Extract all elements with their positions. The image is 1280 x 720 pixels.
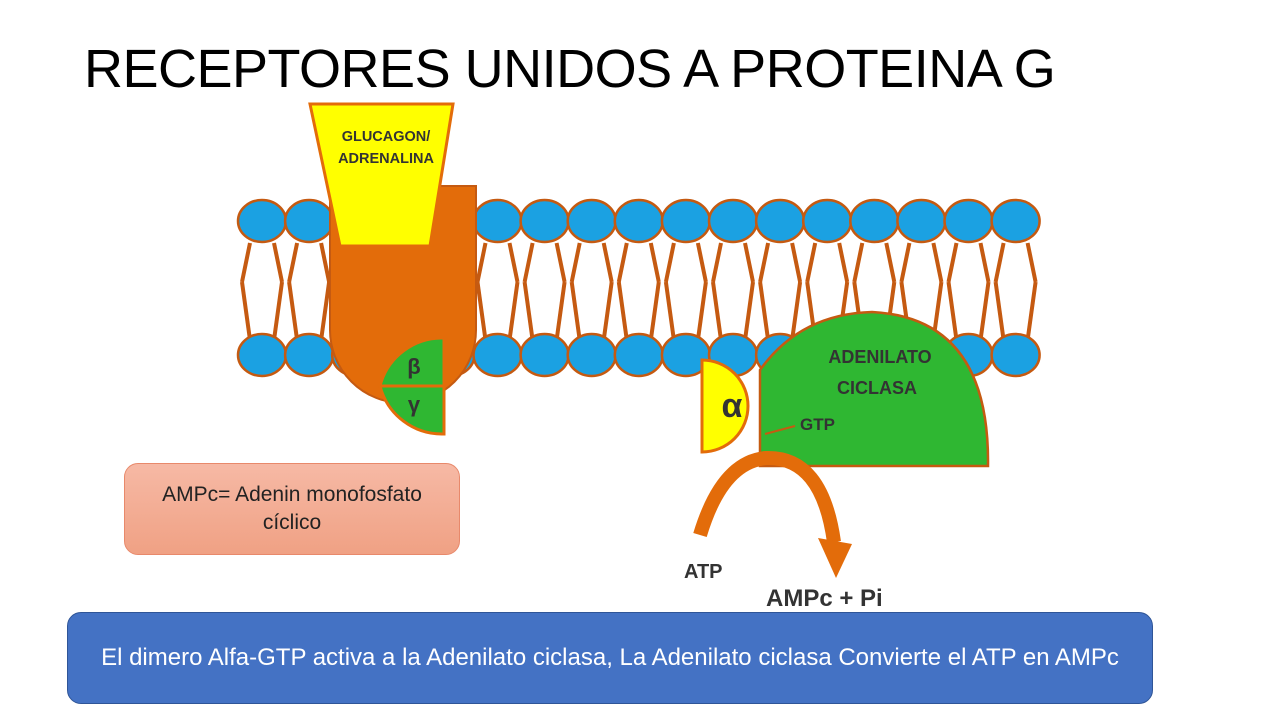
lipid-head [236, 332, 288, 378]
product-label: AMPc + Pi [766, 585, 883, 612]
lipid-tail [946, 281, 959, 341]
lipid-tail [993, 281, 1006, 341]
gamma-subunit [378, 384, 446, 436]
lipid-head [283, 332, 335, 378]
lipid-head [896, 198, 947, 244]
lipid-tail [616, 281, 629, 341]
lipid-tail [946, 242, 959, 283]
lipid-head [613, 198, 665, 244]
lipid-tail [758, 281, 771, 341]
lipid-head [566, 198, 617, 244]
lipid-tail [648, 281, 661, 341]
lipid-tail [240, 281, 252, 341]
lipid-tail [743, 242, 755, 283]
reaction-arrow [693, 450, 841, 543]
lipid-tail [272, 242, 284, 283]
gamma-label: γ [408, 392, 421, 417]
lipid-head [283, 198, 335, 244]
lipid-head [660, 198, 712, 244]
ligand-glucagon-adrenalina [308, 102, 455, 248]
lipid-tail [507, 281, 520, 341]
lipid-tail [695, 281, 708, 341]
lipid-head [801, 198, 853, 244]
slide-title: RECEPTORES UNIDOS A PROTEINA G [84, 39, 1056, 99]
lipid-head [754, 198, 806, 244]
lipid-head [472, 198, 523, 244]
lipid-tail [319, 242, 332, 283]
lipid-tail [899, 242, 912, 283]
lipid-head [613, 332, 665, 378]
lipid-tail [993, 242, 1006, 283]
lipid-tail [852, 242, 865, 283]
lipid-tail [569, 242, 582, 283]
lipid-head [519, 198, 570, 244]
lipid-tail [1025, 242, 1038, 283]
lipid-tail [522, 281, 535, 341]
lipid-tail [554, 242, 567, 283]
lipid-tail [601, 281, 614, 341]
lipid-tail [711, 242, 723, 283]
enzyme-label-line2: CICLASA [837, 378, 917, 398]
ligand-label-line1: GLUCAGON/ [342, 129, 431, 145]
lipid-tail [758, 242, 771, 283]
lipid-tail [884, 242, 897, 283]
lipid-tail [616, 242, 629, 283]
lipid-tail [805, 242, 818, 283]
lipid-tail [837, 242, 850, 283]
beta-label: β [407, 354, 420, 379]
alpha-label: α [722, 387, 743, 425]
lipid-head [943, 198, 994, 244]
lipid-tail [648, 242, 661, 283]
reaction-arrowhead [818, 538, 852, 578]
enzyme-label-line1: ADENILATO [828, 347, 931, 367]
lipid-tail [554, 281, 567, 341]
ligand-label-line2: ADRENALINA [338, 151, 434, 167]
lipid-tail [663, 242, 676, 283]
gtp-label: GTP [800, 415, 835, 434]
lipid-head [990, 332, 1041, 378]
lipid-tail [272, 281, 284, 341]
lipid-tail [790, 281, 803, 341]
lipid-head [990, 198, 1041, 244]
lipid-tail [522, 242, 535, 283]
alpha-subunit [700, 358, 750, 454]
lipid-tail [663, 281, 676, 341]
lipid-tail [569, 281, 582, 341]
lipid-tail [287, 281, 300, 341]
lipid-tail [695, 242, 708, 283]
lipid-tail [978, 281, 991, 341]
lipid-head [566, 332, 617, 378]
lipid-head [236, 198, 288, 244]
lipid-tail [711, 281, 723, 341]
lipid-tail [507, 242, 520, 283]
lipid-tail [1025, 281, 1038, 341]
lipid-tail [319, 281, 332, 341]
gtp-link-line [764, 425, 796, 435]
lipid-head [519, 332, 570, 378]
lipid-tail [240, 242, 252, 283]
atp-label: ATP [684, 561, 723, 583]
lipid-head [472, 332, 523, 378]
lipid-tail [475, 281, 488, 341]
lipid-tail [475, 242, 488, 283]
lipid-head [849, 198, 900, 244]
lipid-tail [287, 242, 300, 283]
beta-subunit [378, 336, 446, 388]
summary-box: El dimero Alfa-GTP activa a la Adenilato… [67, 612, 1153, 704]
adenilato-ciclasa-enzyme [758, 310, 990, 468]
lipid-tail [601, 242, 614, 283]
lipid-head [707, 198, 759, 244]
lipid-tail [790, 242, 803, 283]
ampc-definition-box: AMPc= Adenin monofosfato cíclico [124, 463, 460, 555]
lipid-tail [978, 242, 991, 283]
lipid-tail [931, 242, 944, 283]
lipid-tail [743, 281, 755, 341]
